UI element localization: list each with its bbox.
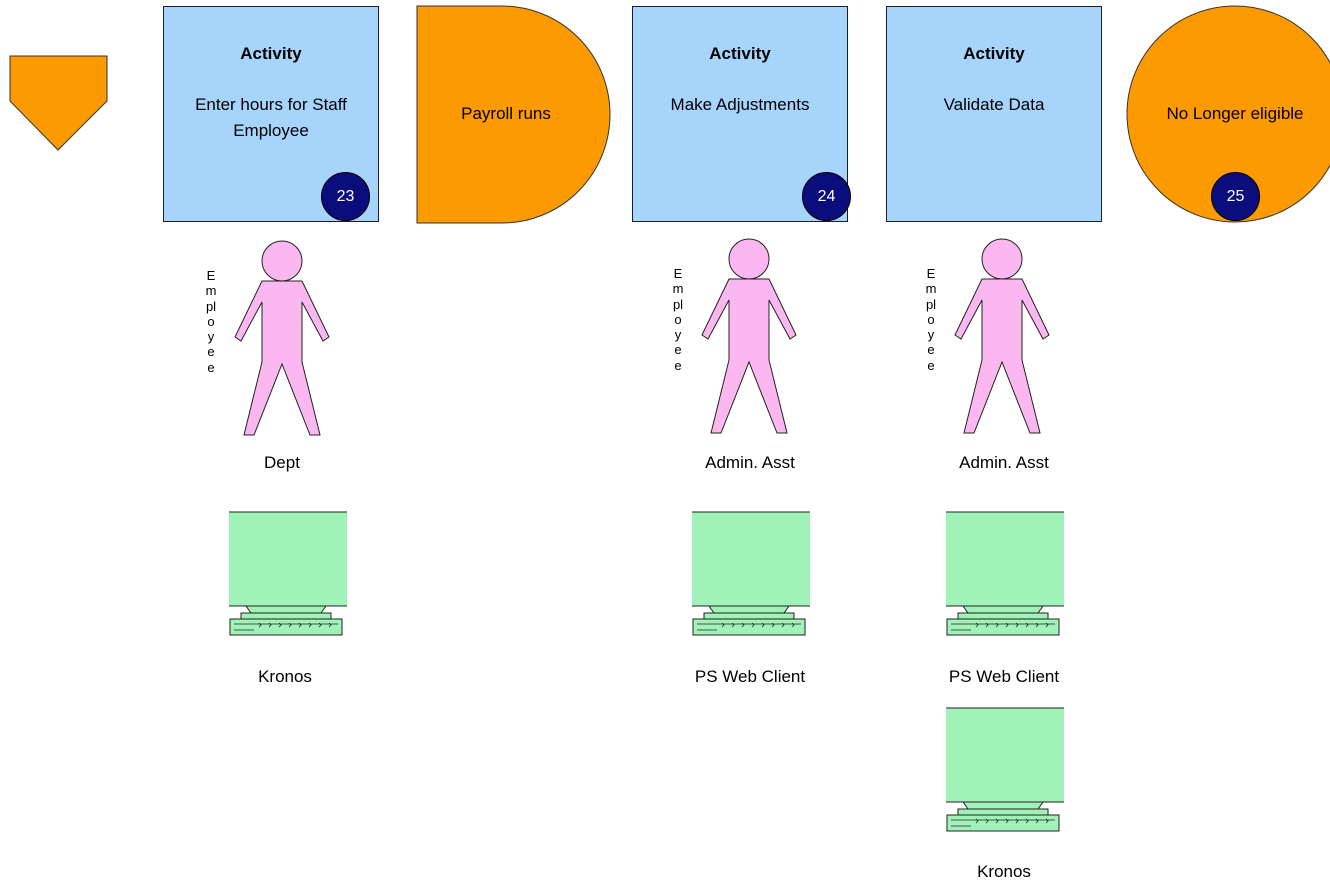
actor-name-label: Admin. Asst (705, 453, 795, 472)
computer-icon (229, 511, 347, 636)
terminal-circle-icon (1126, 5, 1330, 223)
activity-box-enter-hours[interactable]: Activity Enter hours for Staff Employee (163, 6, 379, 222)
activity-title: Activity (963, 44, 1025, 63)
activity-description: Validate Data (943, 95, 1045, 114)
step-number-badge: 23 (321, 172, 370, 221)
activity-title: Activity (240, 44, 302, 63)
system-label: Kronos (258, 667, 312, 686)
system-label: Kronos (977, 862, 1031, 881)
delay-shape-icon (416, 5, 611, 224)
system-label: PS Web Client (694, 667, 806, 686)
activity-title: Activity (709, 44, 771, 63)
actor-name-label: Dept (264, 453, 300, 472)
computer-icon (692, 511, 810, 636)
payroll-runs-label: Payroll runs (461, 104, 551, 123)
off-page-connector-icon (9, 55, 108, 151)
computer-icon (946, 511, 1064, 636)
person-icon (234, 240, 330, 436)
step-number-badge: 24 (802, 172, 851, 221)
person-icon (954, 238, 1050, 434)
step-number-badge: 25 (1211, 172, 1260, 221)
activity-description: Enter hours for Staff Employee (195, 95, 347, 140)
no-longer-eligible-label: No Longer eligible (1166, 104, 1304, 123)
actor-role-label: Employee (925, 266, 937, 373)
activity-description: Make Adjustments (670, 95, 810, 114)
actor-role-label: Employee (672, 266, 684, 373)
activity-box-validate-data[interactable]: Activity Validate Data (886, 6, 1102, 222)
computer-icon (946, 707, 1064, 832)
actor-role-label: Employee (205, 268, 217, 375)
actor-name-label: Admin. Asst (959, 453, 1049, 472)
system-label: PS Web Client (948, 667, 1060, 686)
person-icon (701, 238, 797, 434)
